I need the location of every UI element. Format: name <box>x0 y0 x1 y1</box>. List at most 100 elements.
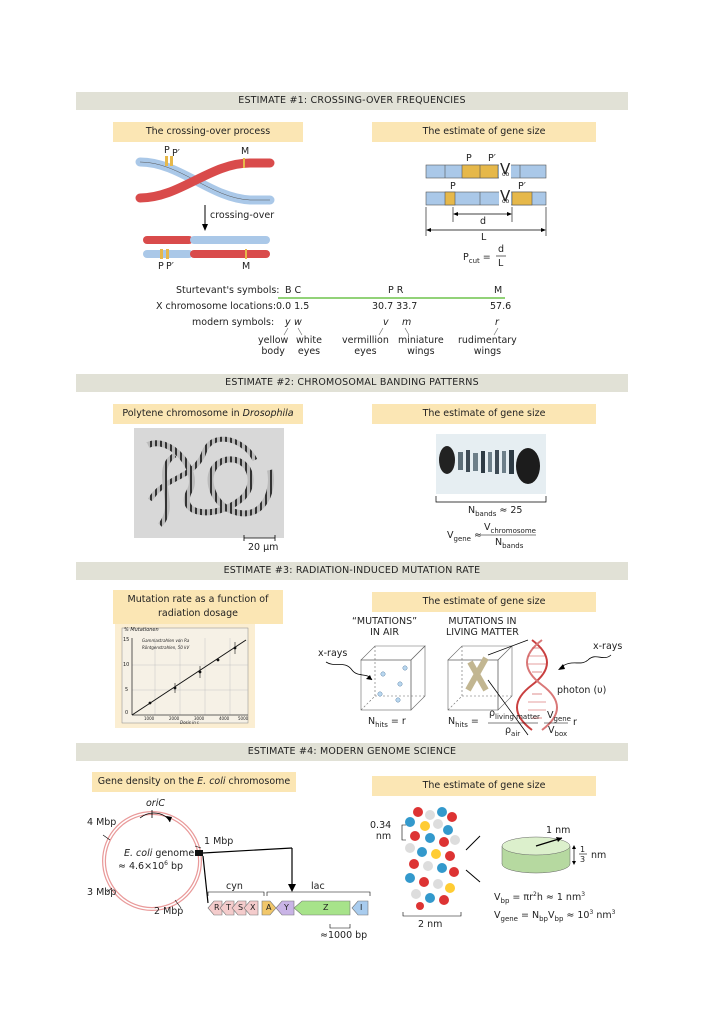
bp1000-label: ≈1000 bp <box>320 930 368 941</box>
s3-left-caption: Mutation rate as a function of radiation… <box>113 590 283 624</box>
mbp-1: 1 Mbp <box>204 836 234 847</box>
row1-P: P <box>466 153 472 164</box>
photon-label: photon (υ) <box>557 685 607 696</box>
cyl-third-num: 1 <box>580 845 586 854</box>
xrays-right: x-rays <box>593 641 623 652</box>
vbox-den: Vbox <box>548 725 568 738</box>
graph-xtick-2: 2000 <box>169 716 180 721</box>
rho-num: ρliving matter <box>489 708 540 721</box>
section-1-header: ESTIMATE #1: CROSSING-OVER FREQUENCIES <box>76 92 628 110</box>
section-2-header: ESTIMATE #2: CHROMOSOMAL BANDING PATTERN… <box>76 374 628 392</box>
s3-right-caption: The estimate of gene size <box>372 592 596 612</box>
loc-2: 30.7 33.7 <box>372 301 418 312</box>
mod-m: m <box>402 317 412 328</box>
gene-row-2 <box>425 189 547 207</box>
cyl-third-den: 3 <box>580 855 586 864</box>
living-title: MUTATIONS IN LIVING MATTER <box>446 616 519 638</box>
row-label-modern: modern symbols: <box>192 317 275 328</box>
row1-Pp: P′ <box>488 153 496 164</box>
s4-left-caption: Gene density on the E. coli chromosome <box>92 772 296 792</box>
label-P-prime-bottom: P′ <box>166 261 174 272</box>
graph-xtick-1: 1000 <box>144 716 155 721</box>
loc-3: 57.6 <box>490 301 512 312</box>
name-vermillion: vermillion eyes <box>342 335 389 357</box>
mbp-4: 4 Mbp <box>87 817 117 828</box>
graph-legend-1: Gammastrahlen von Ra <box>142 638 190 643</box>
scale-20um: 20 μm <box>248 542 279 553</box>
s4-right-caption: The estimate of gene size <box>372 776 596 796</box>
cyl-1nm: 1 nm <box>546 825 571 836</box>
sturt-M: M <box>494 285 503 296</box>
name-yellow: yellow body <box>258 335 289 357</box>
mod-v: v <box>383 317 389 328</box>
graph-ytick-15: 15 <box>123 637 130 643</box>
gene-X: X <box>250 903 256 912</box>
section-3-header: ESTIMATE #3: RADIATION-INDUCED MUTATION … <box>76 562 628 580</box>
rise-label: 0.34 nm <box>370 820 392 842</box>
name-rudimentary: rudimentary wings <box>458 335 517 357</box>
vgene-num-3: Vgene <box>547 710 571 723</box>
row2-P: P <box>450 181 456 192</box>
row2-Pp: P′ <box>518 181 526 192</box>
pcut-num: d <box>498 244 505 255</box>
dim-d: d <box>480 216 487 227</box>
sturt-PR: P R <box>388 285 404 296</box>
label-P-prime: P′ <box>172 148 180 159</box>
label-M-bottom: M <box>242 261 251 272</box>
oric-label: oriC <box>146 798 165 809</box>
gene-S: S <box>238 903 244 912</box>
pcut-formula: Pcut = <box>463 252 491 265</box>
vgene-num: Vchromosome <box>484 522 536 535</box>
air-title: “MUTATIONS” IN AIR <box>352 616 418 638</box>
graph-ytick-5: 5 <box>125 687 129 693</box>
row2-V: V <box>500 187 511 205</box>
label-M: M <box>241 146 250 157</box>
label-P: P <box>164 145 170 156</box>
graph-ytick-0: 0 <box>125 710 129 716</box>
graph-ylabel: % Mutationen <box>124 627 159 633</box>
s1-left-caption: The crossing-over process <box>113 122 303 142</box>
cyl-nm: nm <box>591 850 607 861</box>
mod-r: r <box>495 317 499 328</box>
graph-xlabel: Dosis in r. <box>180 720 200 725</box>
gene-row-1 <box>425 162 547 180</box>
xrays-left: x-rays <box>318 648 348 659</box>
vgene-den: Nbands <box>495 537 524 550</box>
graph-legend-2: Röntgenstrahlen, 50 kV <box>142 645 190 650</box>
crossing-over-label: crossing-over <box>210 210 275 221</box>
vbp-formula: Vbp = πr2h ≈ 1 nm3 <box>494 891 586 906</box>
row1-V: V <box>500 160 511 178</box>
row-label-sturtevant: Sturtevant's symbols: <box>176 285 280 296</box>
vgene-lhs: Vgene ≈ <box>447 530 482 543</box>
gene-Z: Z <box>323 903 329 912</box>
sturt-BC: B C <box>285 285 302 296</box>
gene-T: T <box>226 903 231 912</box>
nhits-living: Nhits = <box>448 716 479 729</box>
genome-line-2: ≈ 4.6×106 bp <box>118 860 184 873</box>
s2-left-caption: Polytene chromosome in Drosophila <box>113 404 303 424</box>
genome-line-1: E. coli genome <box>124 848 195 859</box>
mbp-2: 2 Mbp <box>154 906 184 917</box>
label-P-bottom: P <box>158 261 164 272</box>
section-4-header: ESTIMATE #4: MODERN GENOME SCIENCE <box>76 743 628 761</box>
gene-R: R <box>214 903 220 912</box>
nbands-eq: Nbands ≈ 25 <box>468 505 523 518</box>
nhits-air: Nhits = r <box>368 716 406 729</box>
lac-label: lac <box>311 881 325 892</box>
gene-Y: Y <box>284 903 289 912</box>
s1-right-caption: The estimate of gene size <box>372 122 596 142</box>
graph-xtick-5: 5000 <box>238 716 249 721</box>
vgene-formula: Vgene = NbpVbp ≈ 103 nm3 <box>494 909 616 924</box>
s2-right-caption: The estimate of gene size <box>372 404 596 424</box>
mbp-3: 3 Mbp <box>87 887 117 898</box>
cyn-label: cyn <box>226 881 243 892</box>
mod-y: y <box>285 317 291 328</box>
pcut-den: L <box>498 258 504 269</box>
graph-ytick-10: 10 <box>123 662 130 668</box>
name-white: white eyes <box>296 335 322 357</box>
graph-xtick-4: 4000 <box>219 716 230 721</box>
